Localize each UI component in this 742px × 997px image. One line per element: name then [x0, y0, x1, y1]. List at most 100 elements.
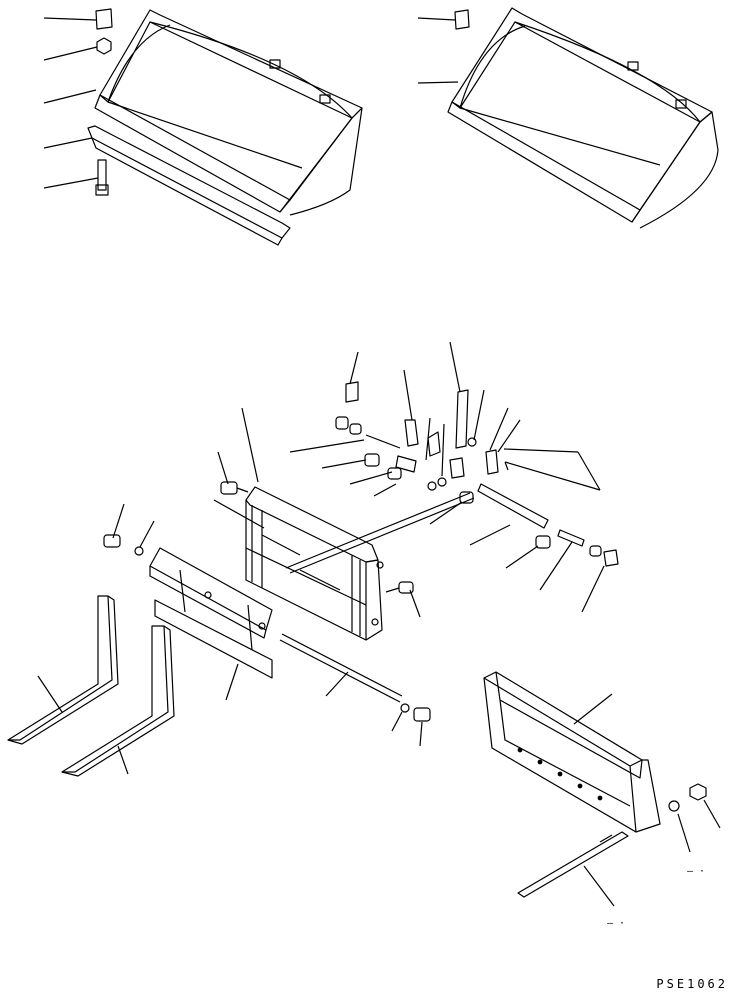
shaft-line [289, 497, 475, 574]
bucket-front-lip [447, 101, 641, 223]
lever-block [449, 457, 465, 479]
washer-icon [437, 477, 447, 487]
plate-post [179, 569, 253, 651]
tag-icon [95, 8, 113, 30]
leader-line [417, 17, 456, 21]
tine-bucket-back [483, 677, 637, 833]
tag-icon-2 [454, 9, 470, 30]
tine-bucket-floor [499, 699, 631, 807]
bucket-back-rim [451, 7, 713, 123]
pin-head [535, 535, 551, 549]
leader-line [469, 524, 511, 546]
tine-bucket-nut [668, 783, 707, 812]
hole-icon [537, 759, 543, 765]
plate-hole [204, 591, 212, 599]
tine-mark [599, 834, 613, 843]
link-rod [477, 483, 549, 529]
bucket-lug [269, 59, 281, 69]
bucket-plain [447, 7, 719, 229]
bucket-lug [319, 94, 331, 104]
leader-line [43, 17, 97, 21]
pin-head [459, 491, 474, 504]
leader-line [241, 407, 259, 483]
leader-line [43, 137, 93, 149]
tine-bucket-top [483, 671, 643, 767]
leader-line [43, 46, 98, 61]
tag-icon [404, 419, 419, 447]
tine-bucket-side [635, 759, 661, 833]
bucket-curve [107, 24, 171, 103]
frame-bolt-right [385, 581, 414, 594]
frame-pin-hole [371, 618, 379, 626]
leader-line [43, 177, 99, 189]
bucket-with-edge [94, 9, 363, 216]
fork-tine [61, 625, 169, 773]
link-plate [395, 455, 417, 473]
frame-rib [261, 534, 341, 591]
bushing-icon [335, 416, 349, 430]
bolt-head [398, 581, 414, 594]
frame-crossbar [245, 547, 367, 606]
hole-icon [557, 771, 563, 777]
tine-bucket [483, 671, 661, 833]
cutting-edge-plate [87, 125, 291, 239]
leader-line [417, 81, 459, 84]
shaft-line [285, 492, 471, 569]
plate-hole [258, 622, 266, 630]
leader-line [43, 89, 97, 104]
spring-icon [485, 449, 499, 475]
leader-line [449, 341, 461, 393]
leader-line [321, 459, 367, 469]
qty-mark: – · [607, 918, 626, 929]
leader-line [373, 483, 397, 497]
leader-line [703, 799, 721, 829]
hole-icon [597, 795, 603, 801]
nut-icon [689, 783, 707, 801]
fork-tine [7, 595, 113, 741]
bucket-floor-line [459, 107, 661, 166]
leader-line [581, 565, 605, 613]
leader-line [112, 503, 125, 539]
tag-icon [345, 381, 359, 403]
bucket-side [279, 107, 363, 216]
cutting-edge-face [91, 137, 283, 246]
drawing-code: PSE1062 [656, 977, 728, 991]
plate-edge [149, 566, 267, 639]
leader-line [429, 501, 463, 525]
tine [517, 831, 629, 898]
leader-line [225, 663, 239, 701]
bucket-top-edge [514, 21, 701, 123]
washer-icon [134, 546, 144, 556]
leader-line [573, 693, 613, 725]
leader-line [503, 448, 579, 453]
rod-line [279, 639, 401, 703]
frame-top [245, 486, 379, 563]
short-pin [557, 529, 585, 547]
tag-icon [454, 9, 470, 30]
leader-line [349, 351, 359, 385]
tine-shaft [517, 831, 629, 898]
leader-line [289, 439, 365, 453]
leader-line [425, 417, 431, 461]
bucket-side-inner [639, 121, 701, 211]
bolt-head [103, 534, 121, 548]
fork-tine-side [61, 625, 175, 777]
fork-tine-side [7, 595, 119, 745]
washer-icon [668, 800, 680, 812]
washer-icon [467, 437, 477, 447]
leader-line [489, 407, 509, 451]
edge-bolt [95, 159, 109, 196]
frame-face [245, 500, 367, 641]
nut-icon [603, 549, 619, 567]
bucket-top-edge [149, 21, 353, 119]
bucket-curve [459, 25, 526, 109]
frame-bolt-top [220, 481, 249, 495]
bucket-floor-line [107, 101, 303, 169]
bucket-side-inner [289, 117, 353, 201]
link-parts [335, 381, 619, 567]
lever-arm [455, 389, 469, 449]
frame-side [365, 559, 383, 641]
bucket-lug [627, 61, 639, 71]
fork-plate [149, 547, 273, 679]
